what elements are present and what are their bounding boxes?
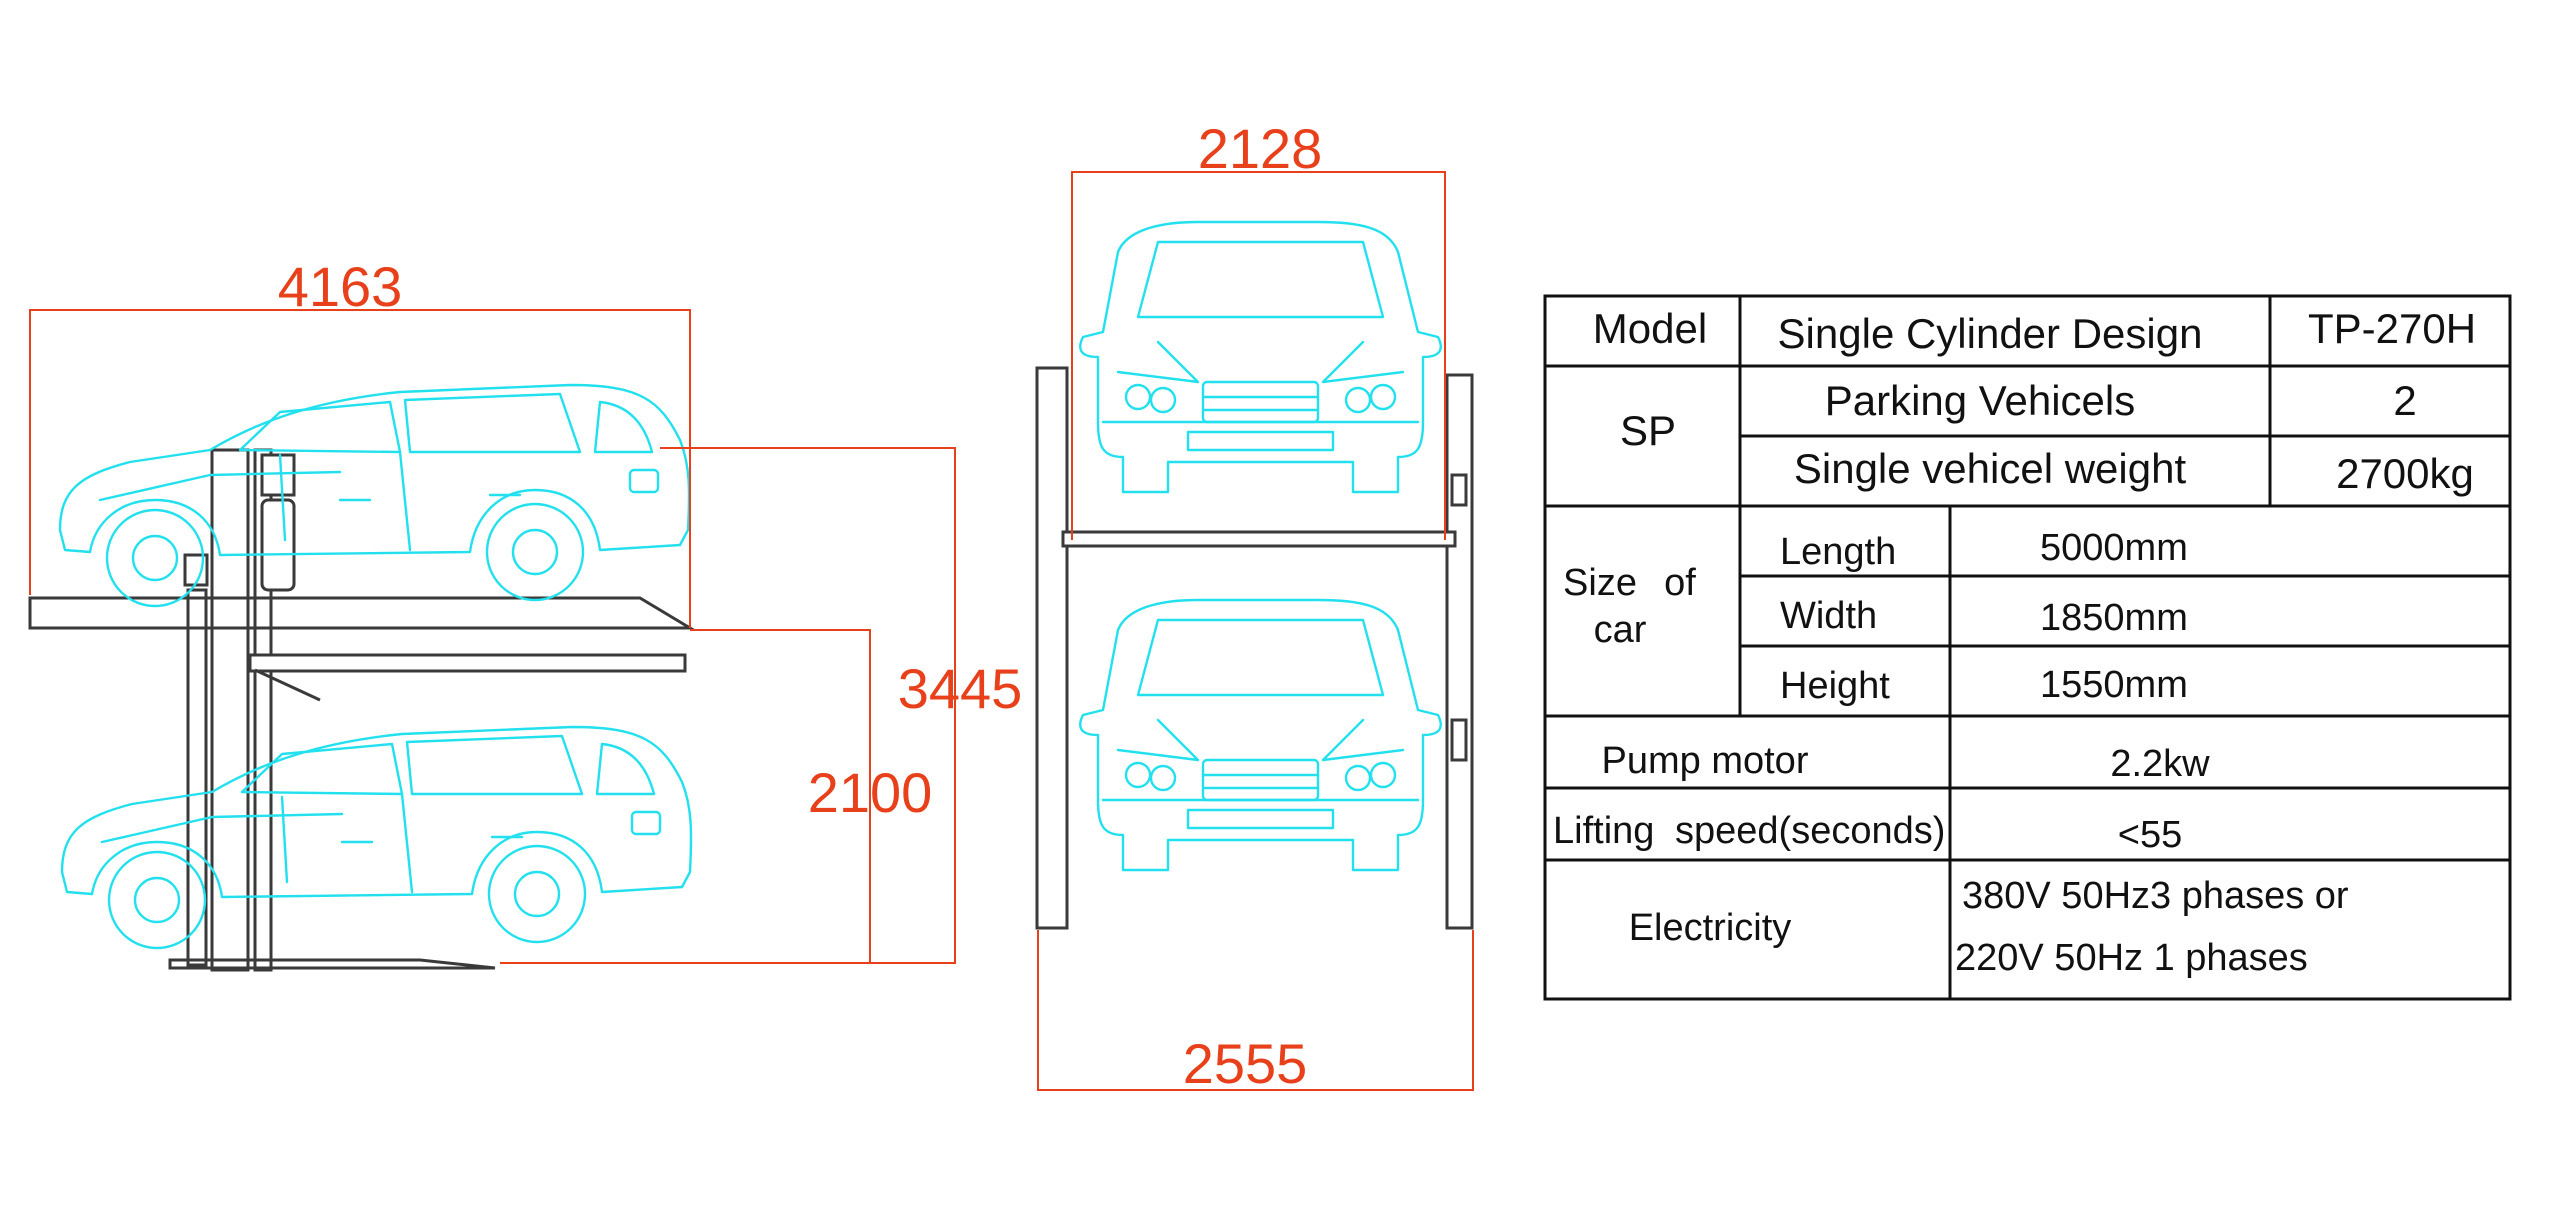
- front-cylinder: [1450, 718, 1468, 762]
- parking-label: Parking Vehicels: [1825, 377, 2136, 424]
- length-label: Length: [1780, 531, 1896, 573]
- model-design: Single Cylinder Design: [1778, 310, 2203, 357]
- length-dim-line: [29, 309, 691, 628]
- upper-front-car: [1079, 220, 1442, 494]
- side-view: 4163 3445 2100: [28, 255, 1023, 972]
- lifting-value: <55: [2118, 814, 2182, 856]
- size-label-3: car: [1594, 609, 1647, 651]
- side-column: [210, 448, 250, 972]
- inner-width-dimension: 2128: [1198, 117, 1323, 180]
- size-label-2: of: [1664, 562, 1696, 604]
- inner-width-dim-line: [1071, 171, 1446, 540]
- ground-ramp: [168, 958, 496, 970]
- front-right-column: [1445, 373, 1474, 930]
- length-dimension: 4163: [278, 255, 403, 318]
- front-view: 2128 2555: [1035, 117, 1474, 1095]
- lower-height-dim-line: [690, 629, 871, 963]
- front-platform: [1061, 530, 1457, 548]
- lower-side-car: [60, 725, 693, 950]
- side-crossbeam: [248, 653, 687, 673]
- lifting-label-2: speed(seconds): [1675, 810, 1945, 852]
- width-value: 1850mm: [2040, 597, 2188, 639]
- total-height-dim-line: [500, 447, 956, 964]
- electricity-value-2: 220V 50Hz 1 phases: [1955, 937, 2308, 979]
- lifting-label-1: Lifting: [1553, 810, 1654, 852]
- pump-value: 2.2kw: [2110, 743, 2210, 785]
- hydraulic-cylinder: [260, 498, 296, 592]
- upper-side-car: [58, 383, 691, 608]
- upper-platform: [28, 596, 696, 630]
- parking-value: 2: [2393, 377, 2416, 424]
- side-post: [186, 588, 208, 967]
- model-label: Model: [1593, 305, 1707, 352]
- electricity-label: Electricity: [1629, 907, 1792, 949]
- front-lock: [1450, 473, 1468, 507]
- lower-height-dimension: 2100: [808, 761, 933, 824]
- total-height-dimension: 3445: [898, 657, 1023, 720]
- lower-front-car: [1079, 598, 1442, 872]
- weight-value: 2700kg: [2336, 450, 2474, 497]
- outer-width-dimension: 2555: [1183, 1032, 1308, 1095]
- front-left-column: [1035, 366, 1069, 930]
- pump-label: Pump motor: [1602, 740, 1809, 782]
- width-label: Width: [1780, 595, 1877, 637]
- pump-motor-box: [260, 453, 296, 497]
- height-label: Height: [1780, 665, 1890, 707]
- electricity-value-1: 380V 50Hz3 phases or: [1962, 875, 2349, 917]
- height-value: 1550mm: [2040, 664, 2188, 706]
- weight-label: Single vehicel weight: [1794, 445, 2187, 492]
- length-value: 5000mm: [2040, 527, 2188, 569]
- model-code: TP-270H: [2308, 305, 2476, 352]
- spec-table: Model Single Cylinder Design TP-270H SP …: [1543, 294, 2512, 1001]
- outer-width-dim-line: [1037, 930, 1474, 1091]
- sp-label: SP: [1620, 407, 1676, 454]
- size-label-1: Size: [1563, 562, 1637, 604]
